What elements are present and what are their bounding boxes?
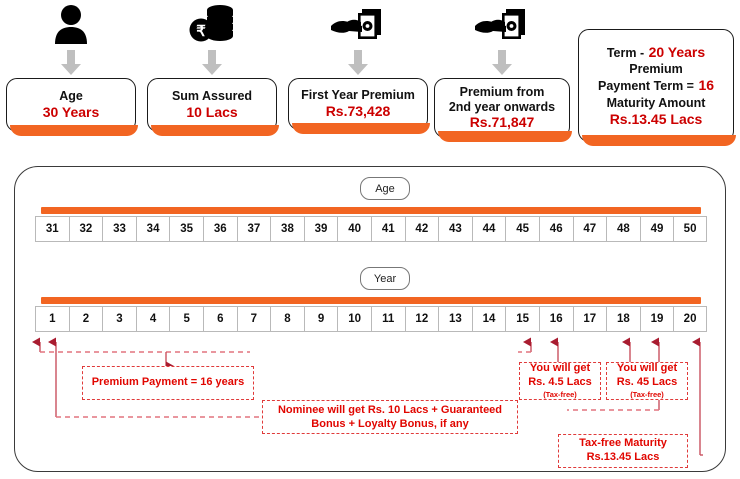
card-age-value: 30 Years [42, 104, 100, 121]
year-cell: 14 [471, 306, 506, 332]
top-column-first-year-premium: First Year Premium Rs.73,428 [288, 0, 430, 134]
card-premium-2nd-year: Premium from 2nd year onwards Rs.71,847 [434, 78, 572, 142]
summary-payment-term-value: 16 [698, 77, 715, 94]
age-cell: 41 [370, 216, 405, 242]
rupee-coins-icon: ₹ [147, 0, 277, 48]
callout-maturity: Tax-free Maturity Rs.13.45 Lacs [558, 434, 688, 468]
card-premium-2nd-year-title-line2: 2nd year onwards [448, 99, 556, 114]
year-cell: 9 [303, 306, 338, 332]
year-cell: 7 [236, 306, 271, 332]
hand-cash-icon [434, 0, 570, 48]
top-column-age: Age 30 Years [6, 0, 138, 136]
age-row-accent-bar [41, 207, 701, 214]
summary-maturity-label: Maturity Amount [606, 96, 706, 111]
age-cell: 43 [438, 216, 472, 242]
age-cell: 39 [303, 216, 338, 242]
year-cell: 20 [673, 306, 707, 332]
callout-nominee-line2: Bonus + Loyalty Bonus, if any [311, 418, 469, 430]
summary-payment-term-row: Payment Term = 16 [598, 77, 714, 96]
age-cell: 36 [202, 216, 237, 242]
year-row-accent-bar [41, 297, 701, 304]
year-cell: 18 [606, 306, 640, 332]
age-cell: 42 [404, 216, 439, 242]
age-cell: 44 [471, 216, 506, 242]
card-sum-assured: Sum Assured 10 Lacs [147, 78, 279, 136]
age-cell: 31 [35, 216, 69, 242]
summary-term-label: Term - [606, 45, 645, 60]
card-age-title: Age [59, 89, 83, 104]
year-cell: 19 [639, 306, 674, 332]
age-cell: 38 [270, 216, 304, 242]
age-row-pill-label: Age [360, 177, 410, 200]
year-cell: 13 [438, 306, 472, 332]
callout-maturity-line1: Tax-free Maturity [579, 437, 667, 450]
age-cell: 50 [673, 216, 707, 242]
age-cell: 37 [236, 216, 271, 242]
year-cell: 17 [572, 306, 607, 332]
age-cell: 48 [606, 216, 640, 242]
age-cell: 32 [68, 216, 103, 242]
card-premium-2nd-year-value: Rs.71,847 [469, 114, 535, 131]
age-cell: 33 [102, 216, 136, 242]
callout-payout-year18: You will get Rs. 45 Lacs (Tax-free) [606, 362, 688, 400]
callout-nominee-line1: Nominee will get Rs. 10 Lacs + Guarantee… [277, 403, 503, 416]
callout-payout-year16-line2: Rs. 4.5 Lacs [528, 375, 592, 388]
year-row-pill-label: Year [360, 267, 410, 290]
callout-payout-year18-note: (Tax-free) [630, 390, 664, 400]
card-sum-assured-title: Sum Assured [171, 89, 253, 104]
card-first-year-premium: First Year Premium Rs.73,428 [288, 78, 430, 134]
callout-payout-year16-line1: You will get [529, 361, 591, 374]
card-premium-2nd-year-title-line1: Premium from [459, 84, 545, 99]
age-cell: 40 [337, 216, 371, 242]
callout-maturity-line2: Rs.13.45 Lacs [586, 451, 660, 463]
year-cell: 2 [68, 306, 103, 332]
summary-payment-term-label: Payment Term = [597, 79, 694, 94]
callout-payout-year18-line2: Rs. 45 Lacs [616, 375, 678, 388]
callout-payout-year16: You will get Rs. 4.5 Lacs (Tax-free) [519, 362, 601, 400]
age-cell: 49 [639, 216, 674, 242]
callout-premium-payment-text: Premium Payment = 16 years [91, 376, 245, 389]
year-cell: 6 [202, 306, 237, 332]
person-icon [6, 0, 136, 48]
year-cell: 15 [505, 306, 539, 332]
age-cell: 46 [538, 216, 573, 242]
year-cell: 10 [337, 306, 371, 332]
card-first-year-premium-title: First Year Premium [301, 88, 415, 103]
arrow-down-icon [6, 48, 136, 78]
card-policy-summary: Term - 20 Years Premium Payment Term = 1… [578, 29, 736, 146]
year-cell: 4 [135, 306, 170, 332]
arrow-down-icon [288, 48, 428, 78]
callout-payout-year16-note: (Tax-free) [543, 390, 577, 400]
age-cell: 35 [169, 216, 203, 242]
svg-text:₹: ₹ [196, 24, 206, 40]
summary-maturity-value: Rs.13.45 Lacs [609, 110, 703, 127]
year-cell: 1 [35, 306, 69, 332]
summary-term-value: 20 Years [648, 43, 706, 60]
age-cell: 45 [505, 216, 539, 242]
age-cell: 47 [572, 216, 607, 242]
callout-premium-payment: Premium Payment = 16 years [82, 366, 254, 400]
card-sum-assured-value: 10 Lacs [186, 104, 238, 121]
year-cell: 12 [404, 306, 439, 332]
summary-term-row: Term - 20 Years [607, 44, 705, 63]
year-cell: 11 [370, 306, 405, 332]
hand-cash-icon [288, 0, 428, 48]
top-column-premium-2nd-year: Premium from 2nd year onwards Rs.71,847 [434, 0, 572, 142]
year-cell: 5 [169, 306, 203, 332]
year-cell: 8 [270, 306, 304, 332]
summary-premium-label: Premium [629, 62, 683, 77]
arrow-down-icon [147, 48, 277, 78]
card-age: Age 30 Years [6, 78, 138, 136]
callout-payout-year18-line1: You will get [616, 361, 678, 374]
year-cell: 3 [102, 306, 136, 332]
arrow-down-icon [434, 48, 570, 78]
year-cell: 16 [538, 306, 573, 332]
age-cell: 34 [135, 216, 170, 242]
card-first-year-premium-value: Rs.73,428 [325, 103, 391, 120]
top-column-sum-assured: ₹ Sum Assured 10 Lacs [147, 0, 279, 136]
callout-nominee: Nominee will get Rs. 10 Lacs + Guarantee… [262, 400, 518, 434]
